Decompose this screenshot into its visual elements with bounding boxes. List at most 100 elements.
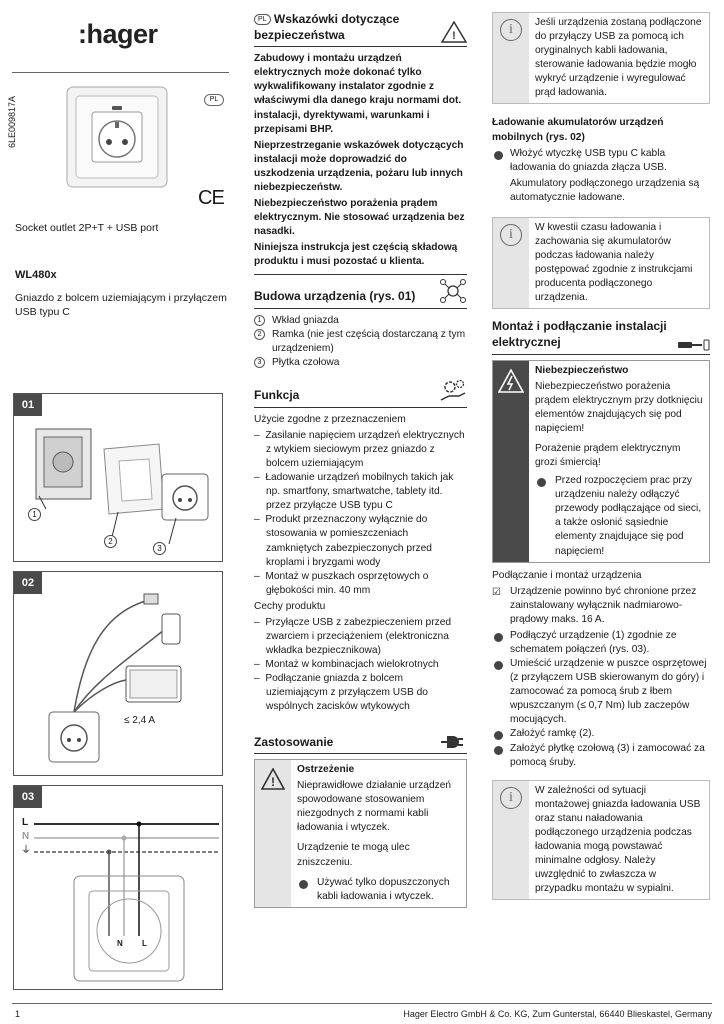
line-label-n: N xyxy=(22,831,30,842)
lang-badge-pl: PL xyxy=(254,14,271,25)
danger-bullet: Przed rozpoczęciem prac przy urządzeniu … xyxy=(535,474,703,558)
safety-p3: Niebezpieczeństwo porażenia prądem elekt… xyxy=(254,197,465,238)
item-text: Płytka czołowa xyxy=(272,357,340,369)
use-text: Montaż w puszkach osprzętowych o głęboko… xyxy=(265,570,429,596)
column-right: i Jeśli urządzenia zostaną podłączone do… xyxy=(492,12,710,901)
figure-label: 02 xyxy=(14,572,42,594)
callout-2-text: 2 xyxy=(108,537,113,546)
danger-title: Niebezpieczeństwo xyxy=(535,364,629,376)
feature-item: – Podłączanie gniazda z bolcem uziemiają… xyxy=(254,673,428,713)
callout-3: 3 xyxy=(153,542,166,555)
feature-text: Montaż w kombinacjach wielokrotnych xyxy=(265,659,439,671)
charging-step: Włożyć wtyczkę USB typu C kabla ładowani… xyxy=(492,147,710,175)
safety-title: Wskazówki dotyczące bezpieczeństwa xyxy=(254,12,400,42)
plug-icon xyxy=(441,736,463,749)
column-middle: PL Wskazówki dotyczące bezpieczeństwa ! … xyxy=(254,12,467,908)
figure-label: 03 xyxy=(14,786,42,808)
figure-03-wiring-diagram xyxy=(34,821,219,982)
callout-1-text: 1 xyxy=(32,510,37,519)
ce-mark: CE xyxy=(198,187,225,209)
checkbox-icon: ☑ xyxy=(492,586,501,598)
divider xyxy=(12,72,229,73)
use-item: – Ładowanie urządzeń mobilnych takich ja… xyxy=(254,472,454,512)
application-heading: Zastosowanie xyxy=(254,735,467,755)
info-icon: i xyxy=(500,786,522,809)
info-icon: i xyxy=(500,223,522,246)
product-name-pl: Gniazdo z bolcem uziemiającym i przyłącz… xyxy=(15,292,227,319)
info-note-1: i Jeśli urządzenia zostaną podłączone do… xyxy=(492,12,710,105)
svg-text:!: ! xyxy=(271,775,275,789)
screwdriver-icon xyxy=(678,339,710,351)
badge-text: PL xyxy=(258,16,267,23)
info-note-3: i W zależności od sytuacji montażowej gn… xyxy=(492,779,710,901)
figure-02: 02 ≤ 2,4 A xyxy=(13,571,223,776)
info-icon-box: i xyxy=(493,781,529,900)
item-text: Ramka (nie jest częścią dostarczaną z ty… xyxy=(272,329,466,355)
connect-heading: Podłączanie i montaż urządzenia xyxy=(492,569,642,581)
warning-icon-box: ! xyxy=(255,760,291,907)
max-current-label: ≤ 2,4 A xyxy=(124,715,156,726)
terminal-n: N xyxy=(117,939,123,948)
svg-text:!: ! xyxy=(452,30,456,42)
structure-title: Budowa urządzenia (rys. 01) xyxy=(254,289,416,304)
figure-03: 03 L N ⏚ N L xyxy=(13,785,223,990)
warning-person-icon: ! xyxy=(441,21,467,43)
info-note-2: i W kwestii czasu ładowania i zachowania… xyxy=(492,216,710,310)
info-note-text: W kwestii czasu ładowania i zachowania s… xyxy=(529,217,709,309)
callout-3-text: 3 xyxy=(157,544,162,553)
info-note-text: Jeśli urządzenia zostaną podłączone do p… xyxy=(529,13,709,104)
item-number: 1 xyxy=(254,314,265,326)
doc-code: 6LE009817A xyxy=(7,95,17,148)
intended-use-label: Użycie zgodne z przeznaczeniem xyxy=(254,413,406,425)
use-item: – Montaż w puszkach osprzętowych o głębo… xyxy=(254,570,429,596)
callout-2: 2 xyxy=(104,535,117,548)
check-item: ☑ Urządzenie powinno być chronione przez … xyxy=(492,585,710,627)
charging-heading: Ładowanie akumulatorów urządzeń mobilnyc… xyxy=(492,117,664,143)
feature-text: Podłączanie gniazda z bolcem uziemiający… xyxy=(265,673,428,713)
use-text: Produkt przeznaczony wyłącznie do stosow… xyxy=(265,514,432,568)
mount-step: Umieścić urządzenie w puszce osprzętowej… xyxy=(492,657,710,727)
earth-symbol: ⏚ xyxy=(21,845,31,856)
page-number: 1 xyxy=(15,1009,21,1019)
application-title: Zastosowanie xyxy=(254,734,334,749)
footer-divider xyxy=(12,1003,712,1004)
danger-box: Niebezpieczeństwo Niebezpieczeństwo pora… xyxy=(492,359,710,563)
footer-company: Hager Electro GmbH & Co. KG, Zum Gunters… xyxy=(403,1009,712,1019)
charging-text: Akumulatory podłączonego urządzenia są a… xyxy=(510,177,700,203)
mount-step: Założyć ramkę (2). xyxy=(492,727,710,741)
safety-p1: Zabudowy i montażu urządzeń elektrycznyc… xyxy=(254,53,462,135)
lang-badge-text: PL xyxy=(209,96,219,103)
lang-badge-pl: PL xyxy=(204,94,224,106)
danger-text-1: Niebezpieczeństwo porażenia prądem elekt… xyxy=(535,380,703,434)
logo-mark: : xyxy=(78,19,87,49)
item-number: 2 xyxy=(254,329,265,341)
check-text: Urządzenie powinno być chronione przez z… xyxy=(510,585,697,625)
product-name-en: Socket outlet 2P+T + USB port xyxy=(15,222,159,234)
info-icon-box: i xyxy=(493,218,529,308)
warning-bullet: Używać tylko dopuszczonych kabli ładowan… xyxy=(297,876,460,904)
line-label-l: L xyxy=(22,817,29,828)
gears-hand-icon xyxy=(440,379,466,401)
hager-logo: :hager xyxy=(78,16,158,53)
features-label: Cechy produktu xyxy=(254,600,326,612)
warning-text-1: Nieprawidłowe działanie urządzeń spowodo… xyxy=(297,780,452,834)
feature-item: – Przyłącze USB z zabezpieczeniem przed … xyxy=(254,616,452,657)
info-icon: i xyxy=(500,19,522,41)
safety-p2: Nieprzestrzeganie wskazówek dotyczących … xyxy=(254,139,464,193)
use-text: Ładowanie urządzeń mobilnych takich jak … xyxy=(265,472,454,512)
figure-02-drawing xyxy=(48,593,182,763)
figure-01-drawing xyxy=(35,428,209,545)
feature-item: – Montaż w kombinacjach wielokrotnych xyxy=(254,659,439,671)
mount-heading: Montaż i podłączanie instalacji elektryc… xyxy=(492,319,710,355)
mount-step: Podłączyć urządzenie (1) zgodnie ze sche… xyxy=(492,629,710,657)
use-item: – Zasilanie napięciem urządzeń elektrycz… xyxy=(254,429,465,470)
use-item: – Produkt przeznaczony wyłącznie do stos… xyxy=(254,514,432,568)
use-text: Zasilanie napięciem urządzeń elektryczny… xyxy=(265,429,465,470)
structure-item: 2 Ramka (nie jest częścią dostarczaną z t… xyxy=(254,328,467,356)
danger-icon-box xyxy=(493,360,529,562)
safety-heading: PL Wskazówki dotyczące bezpieczeństwa ! xyxy=(254,12,467,48)
callout-1: 1 xyxy=(28,508,41,521)
function-heading: Funkcja xyxy=(254,379,467,408)
